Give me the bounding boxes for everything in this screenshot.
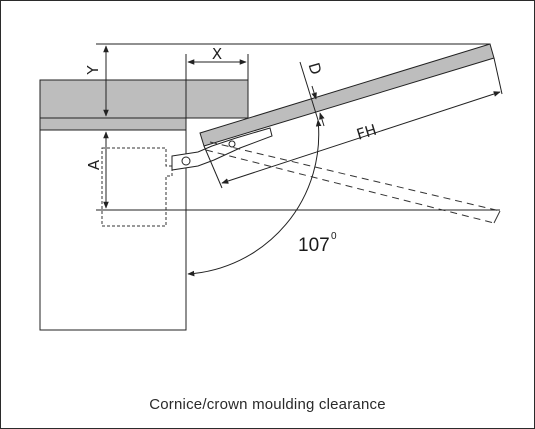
dim-fh-ext-top [493, 57, 503, 95]
label-d: D [305, 61, 325, 77]
label-a: A [85, 159, 103, 170]
hinge-cup-outline [101, 147, 173, 227]
opening-angle-arc [187, 119, 322, 277]
label-x: X [212, 45, 222, 63]
label-angle-unit: 0 [331, 231, 337, 242]
door-reference-dashed-end [493, 210, 501, 224]
hinge-pivot [181, 156, 191, 166]
door-reference-dashed-upper [209, 141, 501, 212]
label-fh: FH [354, 121, 378, 144]
diagram-caption: Cornice/crown moulding clearance [149, 396, 386, 413]
dim-d-arrow-1 [311, 85, 317, 100]
cornice-moulding [39, 79, 249, 119]
label-y: Y [84, 65, 102, 76]
hinge-pivot-2 [228, 140, 236, 148]
label-angle: 107 [298, 235, 330, 256]
cabinet-side [39, 129, 187, 331]
door-reference-dashed-lower [205, 149, 495, 224]
dim-d-arrow-2 [319, 112, 325, 127]
cabinet-top-panel [39, 117, 187, 131]
